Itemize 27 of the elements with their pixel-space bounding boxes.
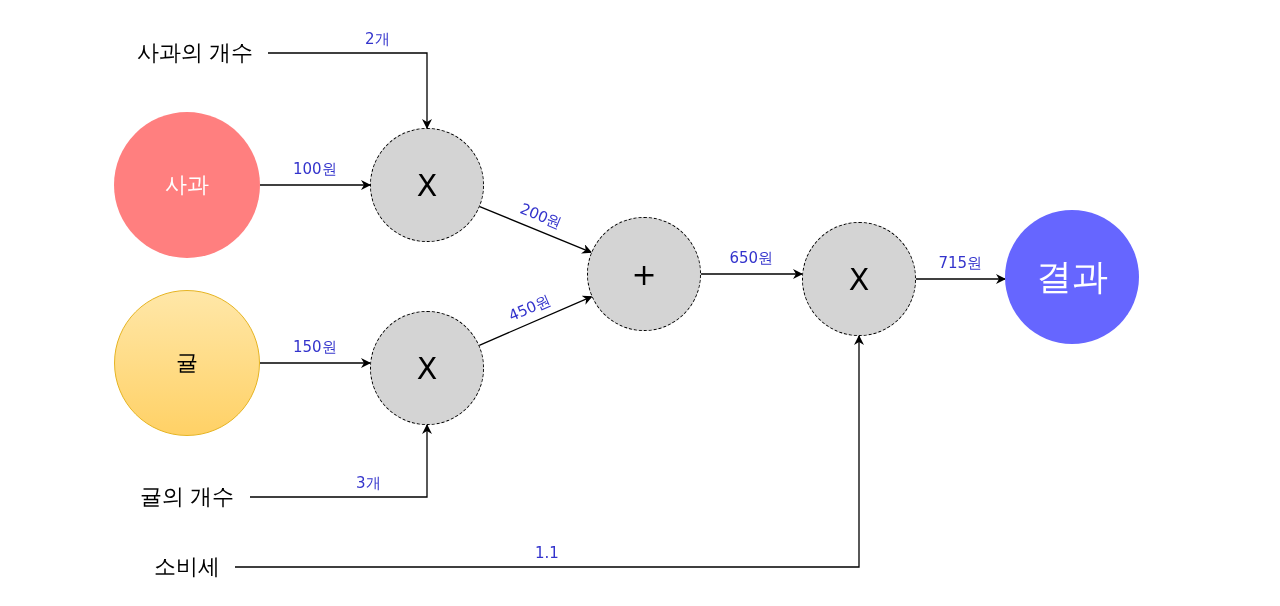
edge-label: 1.1: [535, 544, 559, 562]
arrow: [249, 424, 432, 498]
edge-label: 715원: [938, 253, 983, 273]
input-circle: 귤: [114, 290, 260, 436]
edge-label: 450원: [505, 290, 554, 326]
operation-circle: X: [802, 222, 916, 336]
arrow: [267, 52, 432, 129]
arrow: [479, 206, 593, 254]
input-label: 귤의 개수: [132, 482, 242, 512]
operation-circle: +: [587, 217, 701, 331]
edge-label: 650원: [729, 248, 774, 268]
edge-label: 2개: [365, 29, 390, 49]
edge-label: 100원: [293, 159, 337, 179]
edge-label: 3개: [356, 473, 381, 493]
output-circle: 결과: [1005, 210, 1139, 344]
arrow: [700, 269, 803, 279]
arrow: [259, 180, 371, 190]
arrow: [234, 335, 864, 568]
input-label: 사과의 개수: [130, 38, 260, 68]
arrow: [478, 295, 593, 346]
operation-circle: X: [370, 311, 484, 425]
arrow: [259, 358, 371, 368]
edge-label: 150원: [293, 337, 337, 357]
input-circle: 사과: [114, 112, 260, 258]
arrow: [915, 274, 1006, 284]
operation-circle: X: [370, 128, 484, 242]
input-label: 소비세: [147, 552, 227, 582]
